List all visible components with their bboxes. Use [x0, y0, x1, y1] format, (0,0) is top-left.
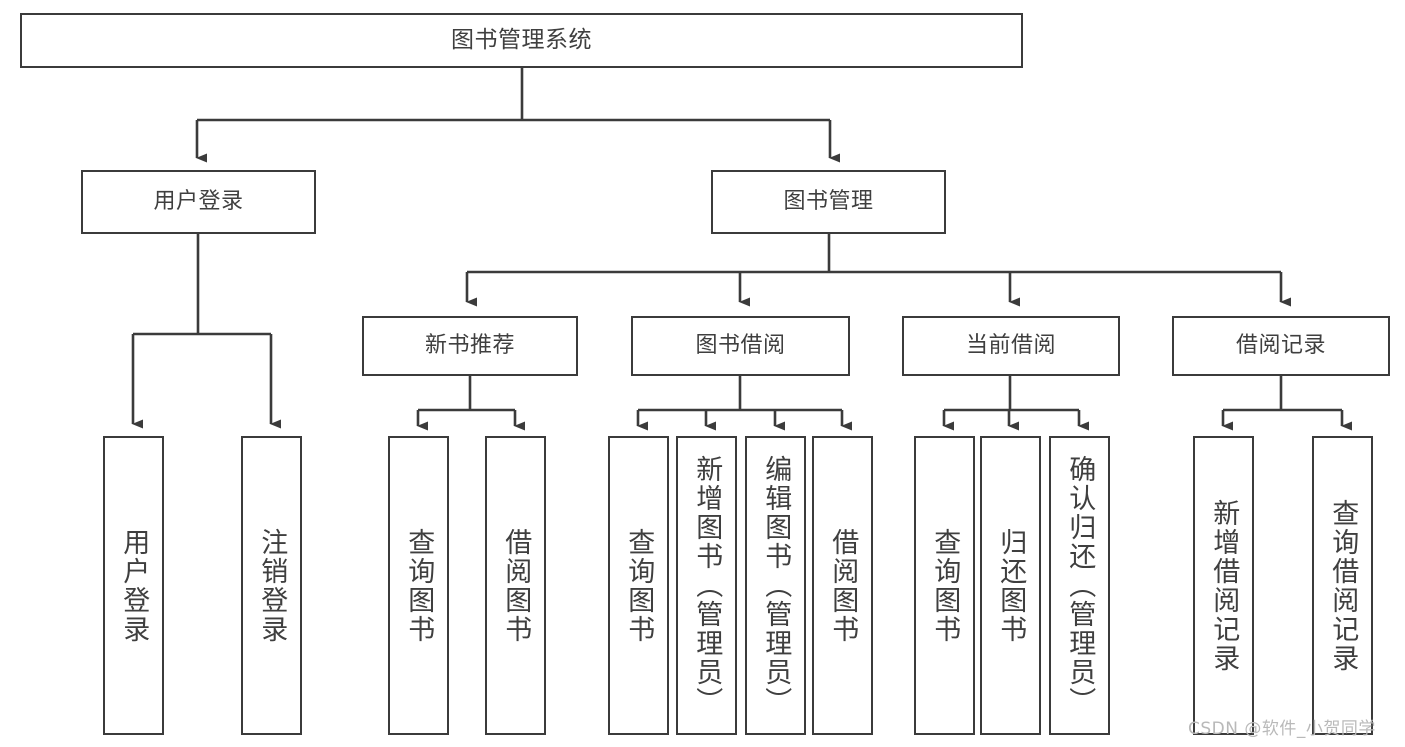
node-label: 用户登录	[118, 527, 150, 644]
leaf-borrow-add-book-admin[interactable]: 新增图书（管理员）	[676, 436, 737, 735]
leaf-record-query-record[interactable]: 查询借阅记录	[1312, 436, 1373, 735]
leaf-recommend-borrow-book[interactable]: 借阅图书	[485, 436, 546, 735]
leaf-borrow-query-book[interactable]: 查询图书	[608, 436, 669, 735]
node-book-management[interactable]: 图书管理	[711, 170, 946, 234]
node-label: 图书管理	[783, 189, 874, 215]
node-borrow-record[interactable]: 借阅记录	[1172, 316, 1390, 376]
leaf-record-add-record[interactable]: 新增借阅记录	[1193, 436, 1254, 735]
leaf-current-return-book[interactable]: 归还图书	[980, 436, 1041, 735]
node-label: 用户登录	[153, 189, 244, 215]
node-label: 编辑图书（管理员）	[760, 455, 792, 716]
node-label: 新增借阅记录	[1208, 498, 1240, 673]
node-root-system[interactable]: 图书管理系统	[20, 13, 1023, 68]
leaf-borrow-borrow-book[interactable]: 借阅图书	[812, 436, 873, 735]
leaf-borrow-edit-book-admin[interactable]: 编辑图书（管理员）	[745, 436, 806, 735]
node-label: 图书管理系统	[451, 27, 592, 54]
node-current-borrow[interactable]: 当前借阅	[902, 316, 1120, 376]
node-label: 借阅图书	[500, 527, 532, 644]
node-label: 查询借阅记录	[1327, 498, 1359, 673]
node-user-login[interactable]: 用户登录	[81, 170, 316, 234]
node-label: 注销登录	[256, 527, 288, 644]
node-label: 借阅图书	[827, 527, 859, 644]
node-label: 图书借阅	[695, 333, 786, 359]
node-label: 查询图书	[403, 527, 435, 644]
csdn-watermark: CSDN @软件_小贺同学	[1188, 719, 1376, 739]
leaf-user-login[interactable]: 用户登录	[103, 436, 164, 735]
leaf-current-confirm-return-admin[interactable]: 确认归还（管理员）	[1049, 436, 1110, 735]
leaf-user-logout[interactable]: 注销登录	[241, 436, 302, 735]
node-label: 借阅记录	[1235, 333, 1326, 359]
node-label: 新增图书（管理员）	[691, 455, 723, 716]
node-new-book-recommend[interactable]: 新书推荐	[362, 316, 578, 376]
leaf-current-query-book[interactable]: 查询图书	[914, 436, 975, 735]
node-label: 确认归还（管理员）	[1064, 455, 1096, 716]
node-label: 新书推荐	[424, 333, 515, 359]
node-label: 归还图书	[995, 527, 1027, 644]
node-book-borrow[interactable]: 图书借阅	[631, 316, 850, 376]
leaf-recommend-query-book[interactable]: 查询图书	[388, 436, 449, 735]
node-label: 查询图书	[929, 527, 961, 644]
node-label: 查询图书	[623, 527, 655, 644]
node-label: 当前借阅	[965, 333, 1056, 359]
